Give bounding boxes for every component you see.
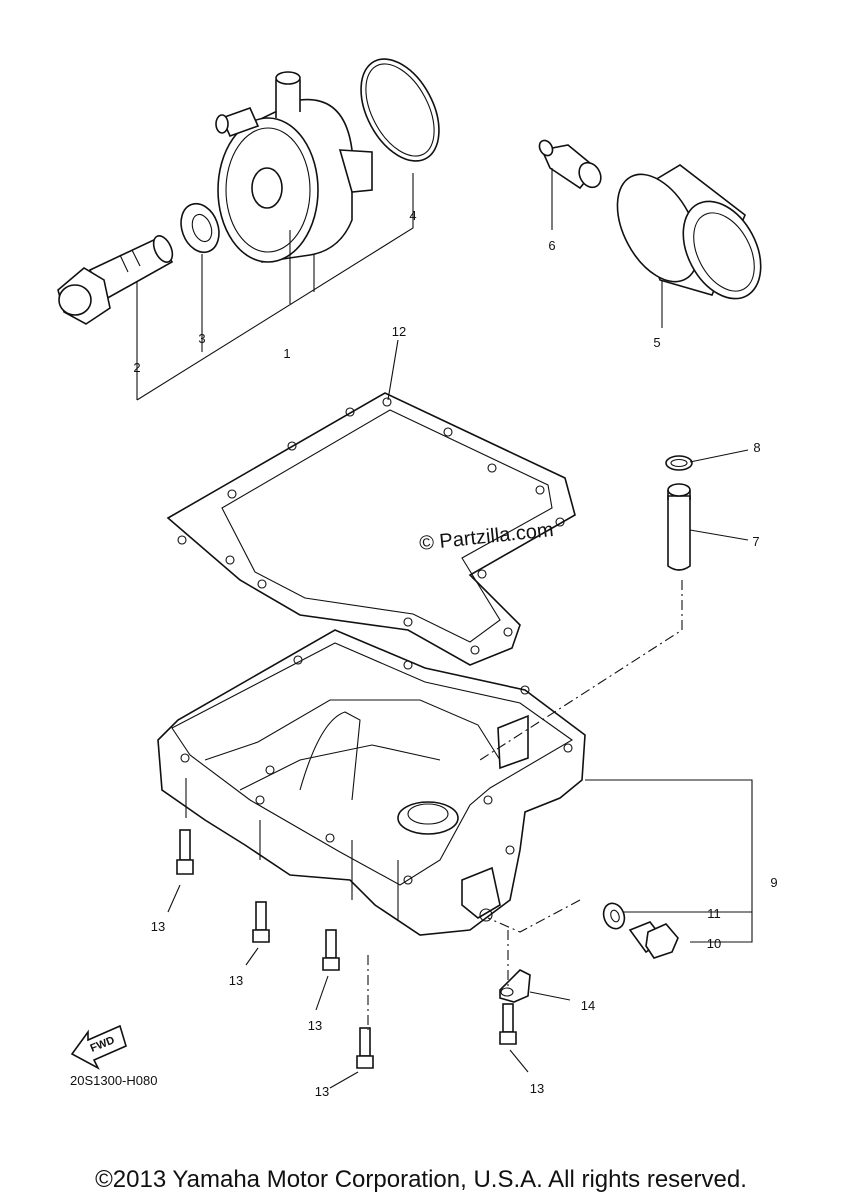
label-6: 6 bbox=[548, 238, 555, 253]
oil-fitting[interactable] bbox=[537, 138, 605, 191]
label-4: 4 bbox=[409, 208, 416, 223]
label-1: 1 bbox=[283, 346, 290, 361]
oil-pipe[interactable] bbox=[667, 483, 691, 571]
label-2: 2 bbox=[133, 360, 140, 375]
washer[interactable] bbox=[175, 198, 226, 257]
bolt-13d[interactable] bbox=[356, 1027, 374, 1069]
label-13c: 13 bbox=[308, 1018, 322, 1033]
label-7: 7 bbox=[752, 534, 759, 549]
oil-pan-bolt-bosses bbox=[180, 655, 573, 885]
forward-arrow-icon: FWD bbox=[70, 1024, 127, 1070]
label-3: 3 bbox=[198, 331, 205, 346]
label-13b: 13 bbox=[229, 973, 243, 988]
label-10: 10 bbox=[707, 936, 721, 951]
oil-cooler[interactable] bbox=[215, 71, 373, 263]
label-11: 11 bbox=[707, 906, 721, 921]
label-12: 12 bbox=[392, 324, 406, 339]
diagram-code: 20S1300-H080 bbox=[70, 1073, 157, 1088]
label-5: 5 bbox=[653, 335, 660, 350]
label-13d: 13 bbox=[315, 1084, 329, 1099]
part-labels: 1 2 3 4 5 6 7 8 9 10 11 12 13 13 13 13 1… bbox=[133, 208, 777, 1099]
bolt-13b[interactable] bbox=[252, 901, 270, 943]
oil-filter[interactable] bbox=[601, 161, 777, 312]
leader-lines bbox=[136, 168, 753, 1089]
gasket-bolt-holes bbox=[177, 397, 565, 655]
drain-plug[interactable] bbox=[628, 921, 679, 959]
label-8: 8 bbox=[753, 440, 760, 455]
label-13e: 13 bbox=[530, 1081, 544, 1096]
label-13a: 13 bbox=[151, 919, 165, 934]
label-14: 14 bbox=[581, 998, 595, 1013]
bracket[interactable] bbox=[499, 969, 531, 1003]
label-9: 9 bbox=[770, 875, 777, 890]
small-o-ring[interactable] bbox=[665, 455, 693, 471]
o-ring[interactable] bbox=[345, 46, 455, 174]
oil-pan-gasket[interactable] bbox=[166, 392, 576, 666]
bolt-13e[interactable] bbox=[499, 1003, 517, 1045]
copyright-notice: ©2013 Yamaha Motor Corporation, U.S.A. A… bbox=[95, 1166, 747, 1193]
bolt-13c[interactable] bbox=[322, 929, 340, 971]
oil-pan[interactable] bbox=[157, 629, 586, 936]
bolt-13a[interactable] bbox=[176, 829, 194, 875]
union-bolt[interactable] bbox=[57, 233, 176, 325]
drain-plug-washer[interactable] bbox=[600, 900, 628, 931]
